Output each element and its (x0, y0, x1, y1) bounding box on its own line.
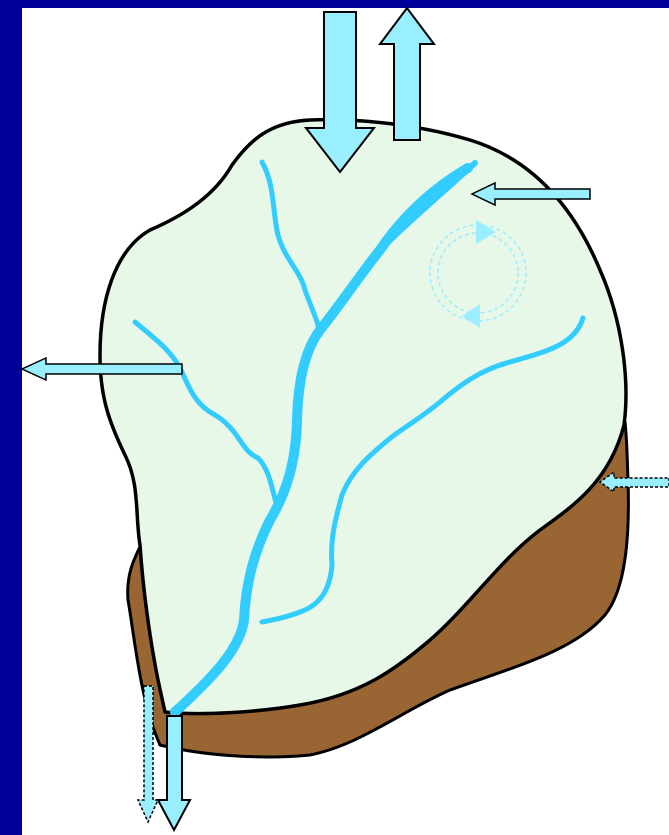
groundwater-inflow-arrow-right (600, 472, 669, 492)
outflow-arrow-top (380, 8, 434, 140)
